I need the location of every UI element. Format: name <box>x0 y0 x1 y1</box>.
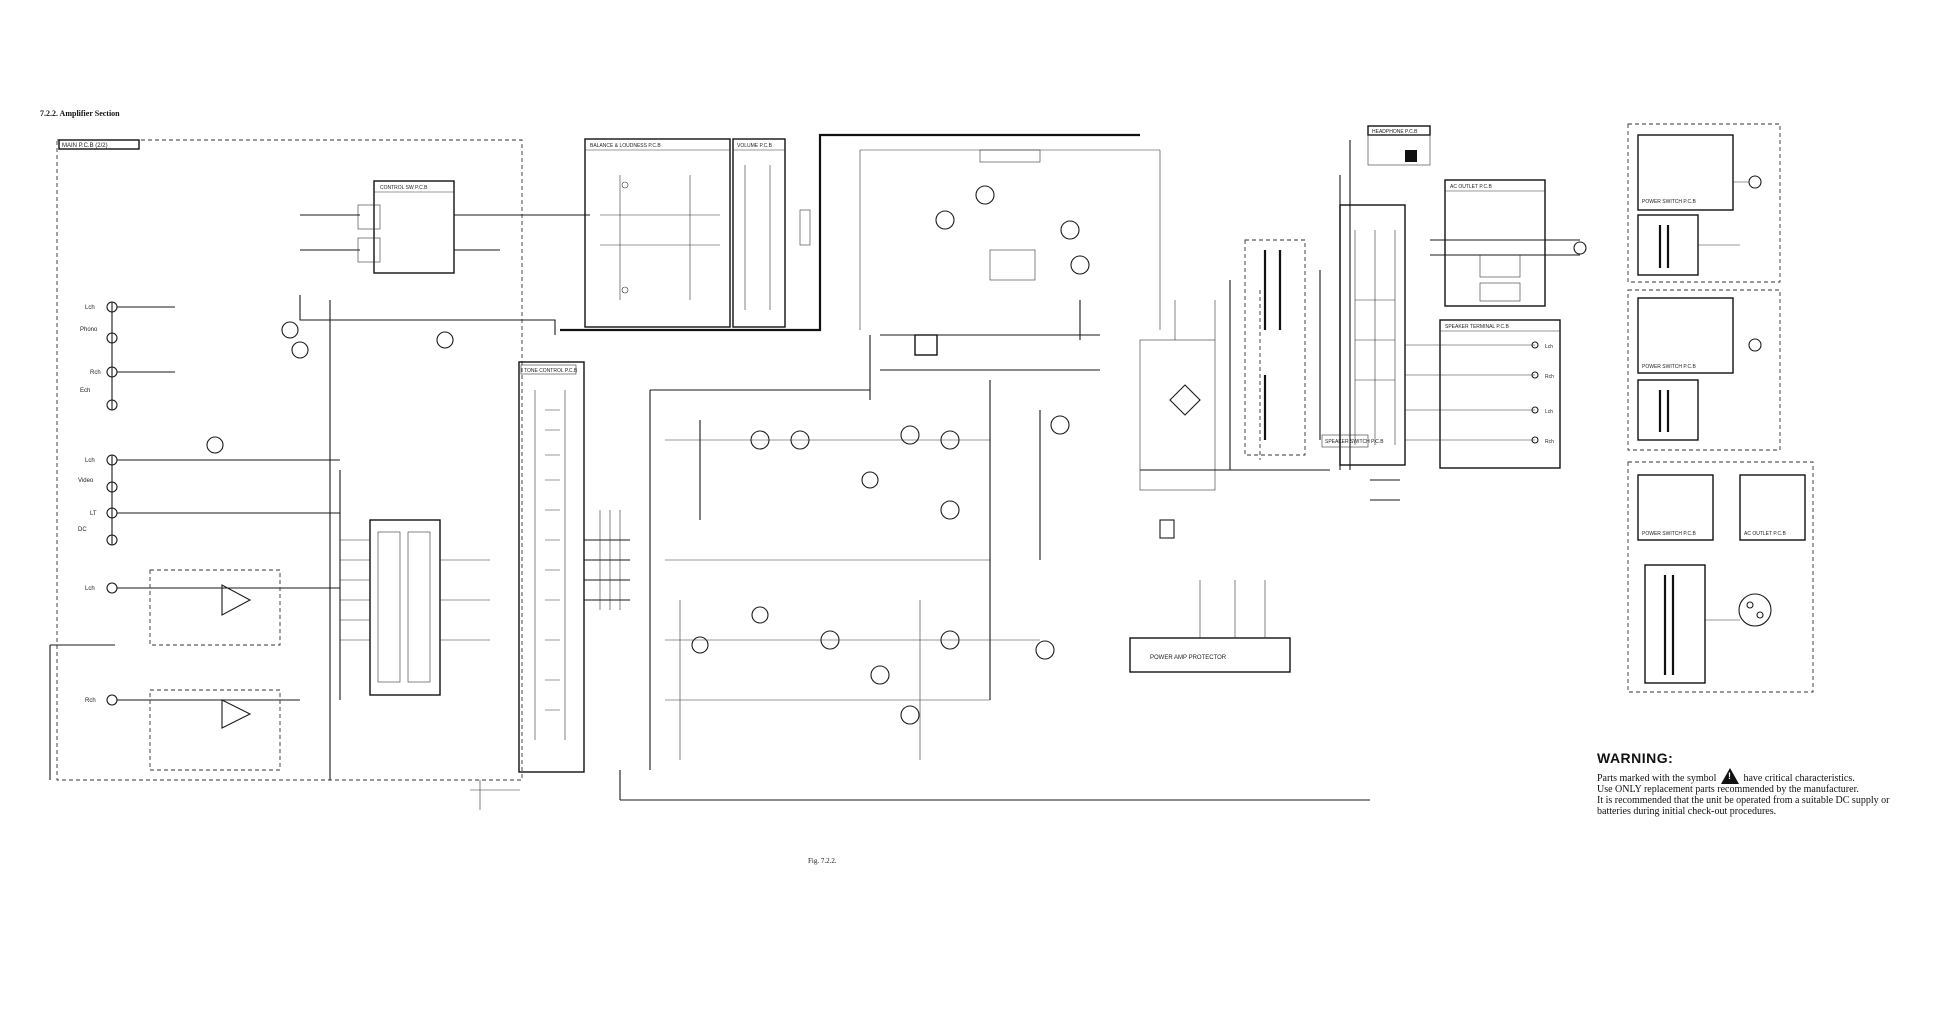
headphone-block: HEADPHONE P.C.B <box>1339 125 1431 470</box>
power-switch-variant-2: POWER SWITCH P.C.B <box>1627 289 1781 451</box>
speaker-terminal-block: SPEAKER TERMINAL P.C.B Lch Rch Lch Rch <box>1405 319 1561 469</box>
warning-line-1: Parts marked with the symbol have critic… <box>1597 768 1895 784</box>
svg-text:Lch: Lch <box>85 458 95 464</box>
main-pcb-block: MAIN P.C.B (2/2) <box>56 139 523 781</box>
jack-6: Video <box>78 478 118 493</box>
jack-8: DC <box>78 527 118 546</box>
svg-text:Rch: Rch <box>85 698 96 704</box>
svg-text:Ech: Ech <box>80 388 90 394</box>
ac-outlet-label-2: AC OUTLET P.C.B <box>1744 531 1786 537</box>
balance-loudness-block: BALANCE & LOUDNESS P.C.B <box>584 138 731 328</box>
ac-outlet-block: AC OUTLET P.C.B <box>1430 179 1587 307</box>
power-switch-variant-3: POWER SWITCH P.C.B AC OUTLET P.C.B <box>1627 461 1814 693</box>
warning-line-3: It is recommended that the unit be opera… <box>1597 795 1890 817</box>
tone-control-block: TONE CONTROL P.C.B <box>518 361 630 773</box>
figure-caption: Fig. 7.2.2. <box>808 857 837 865</box>
svg-text:Lch: Lch <box>85 586 95 592</box>
driver-stage <box>859 149 1161 371</box>
power-switch-label-3: POWER SWITCH P.C.B <box>1642 531 1696 537</box>
section-title: 7.2.2. Amplifier Section <box>40 109 120 118</box>
transistor-q304 <box>436 331 454 349</box>
svg-text:DC: DC <box>78 527 87 533</box>
svg-text:Rch: Rch <box>1545 439 1554 445</box>
jack-3: Rch <box>90 366 118 378</box>
protector-block: POWER AMP PROTECTOR <box>1129 519 1291 673</box>
power-switch-label-2: POWER SWITCH P.C.B <box>1642 364 1696 370</box>
speaker-switch-label: SPEAKER SWITCH P.C.B <box>1325 439 1384 445</box>
svg-text:Video: Video <box>78 478 94 484</box>
transistor-q301 <box>281 321 299 339</box>
volume-block: VOLUME P.C.B <box>732 138 811 328</box>
ac-outlet-label: AC OUTLET P.C.B <box>1450 184 1492 190</box>
warning-title: WARNING: <box>1597 750 1674 766</box>
balance-label: BALANCE & LOUDNESS P.C.B <box>590 143 661 149</box>
caution-triangle-icon <box>1720 768 1739 784</box>
jack-10: Rch <box>85 694 118 706</box>
power-amp-lower <box>665 600 1055 760</box>
selector-ic-block <box>329 300 490 780</box>
power-supply-block <box>1139 239 1330 491</box>
svg-text:Rch: Rch <box>1545 374 1554 380</box>
speaker-terminal-label: SPEAKER TERMINAL P.C.B <box>1445 324 1509 330</box>
speaker-switch-block: SPEAKER SWITCH P.C.B <box>1321 204 1406 466</box>
transistor-q303 <box>206 436 224 454</box>
tone-control-label: TONE CONTROL P.C.B <box>524 368 578 374</box>
volume-label: VOLUME P.C.B <box>737 143 773 149</box>
svg-text:Phono: Phono <box>80 327 98 333</box>
power-switch-variant-1: POWER SWITCH P.C.B <box>1627 123 1781 283</box>
opamp-2 <box>149 689 281 771</box>
main-pcb-label: MAIN P.C.B (2/2) <box>62 143 108 149</box>
svg-text:Lch: Lch <box>1545 344 1553 350</box>
svg-text:Lch: Lch <box>1545 409 1553 415</box>
svg-text:LT: LT <box>90 511 97 517</box>
opamp-1 <box>149 569 281 646</box>
jack-9: Lch <box>85 582 118 594</box>
power-switch-label-1: POWER SWITCH P.C.B <box>1642 199 1696 205</box>
input-jacks: Lch Phono Rch Ech Lch Video LT DC Lch Rc… <box>49 301 340 780</box>
svg-text:Lch: Lch <box>85 305 95 311</box>
headphone-label: HEADPHONE P.C.B <box>1372 129 1418 135</box>
control-sw-label: CONTROL SW P.C.B <box>380 185 428 191</box>
warning-notice: WARNING: Parts marked with the symbol ha… <box>1597 750 1895 817</box>
control-sw-block: CONTROL SW P.C.B <box>300 180 590 274</box>
protector-label: POWER AMP PROTECTOR <box>1150 655 1227 661</box>
transistor-q302 <box>291 341 309 359</box>
warning-line-2: Use ONLY replacement parts recommended b… <box>1597 784 1859 795</box>
svg-text:Rch: Rch <box>90 370 101 376</box>
power-amp-upper <box>619 335 1370 801</box>
jack-7: LT <box>90 507 118 519</box>
